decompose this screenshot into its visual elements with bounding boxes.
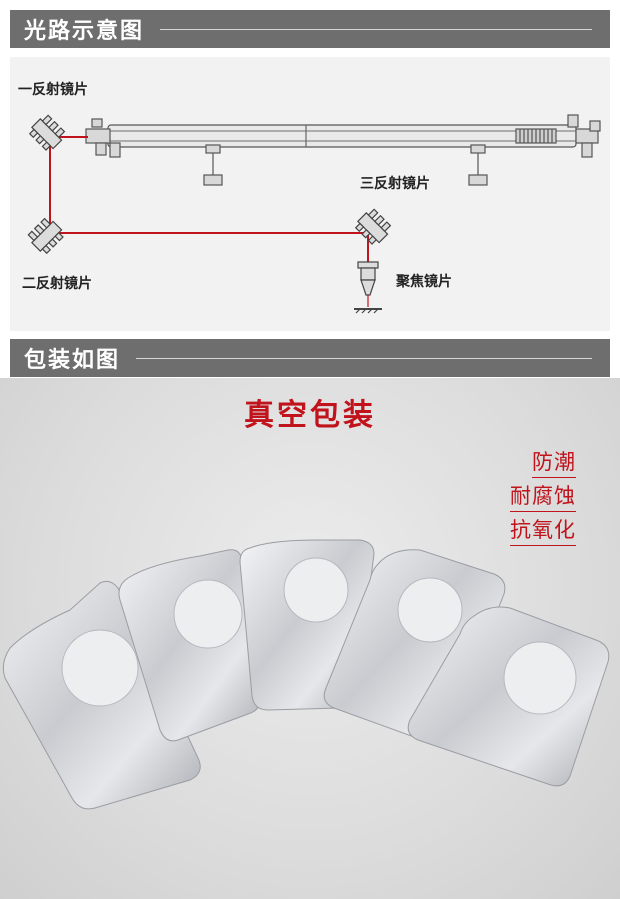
focus-lens-assembly bbox=[354, 261, 382, 314]
section-header-optical-path: 光路示意图 bbox=[10, 10, 610, 48]
mirror-3-mount bbox=[354, 208, 392, 245]
foil-pouch bbox=[407, 606, 610, 787]
foil-pouch bbox=[118, 549, 261, 742]
section-title: 光路示意图 bbox=[24, 19, 145, 44]
laser-tube bbox=[85, 114, 601, 186]
feature-label: 耐腐蚀 bbox=[510, 480, 576, 512]
vacuum-pouches-illustration bbox=[2, 539, 610, 810]
mirror-2-mount bbox=[27, 217, 64, 255]
header-divider bbox=[160, 28, 592, 30]
feature-label: 防潮 bbox=[532, 446, 576, 478]
diagram-graphic bbox=[27, 114, 601, 314]
label-mirror-1: 一反射镜片 bbox=[18, 82, 88, 98]
header-divider bbox=[136, 357, 592, 359]
foil-pouch bbox=[2, 580, 201, 810]
laser-beam bbox=[49, 136, 369, 262]
optical-path-diagram: 一反射镜片 二反射镜片 三反射镜片 聚焦镜片 bbox=[10, 57, 610, 331]
label-mirror-3: 三反射镜片 bbox=[360, 176, 430, 192]
label-mirror-2: 二反射镜片 bbox=[22, 276, 92, 292]
packaging-headline: 真空包装 bbox=[244, 398, 376, 433]
feature-label: 抗氧化 bbox=[510, 514, 576, 546]
label-focus-lens: 聚焦镜片 bbox=[396, 274, 452, 290]
section-title: 包装如图 bbox=[24, 348, 121, 373]
mirror-1-mount bbox=[28, 114, 66, 151]
packaging-photo: 真空包装 防潮 耐腐蚀 抗氧化 bbox=[0, 378, 620, 899]
section-header-packaging: 包装如图 bbox=[10, 339, 610, 377]
